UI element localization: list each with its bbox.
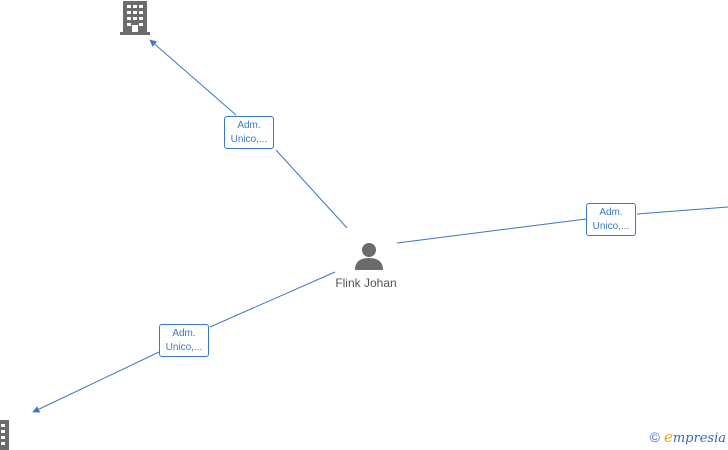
- edge-line-bottom: [33, 271, 336, 412]
- edge-label-line1: Adm.: [172, 328, 196, 339]
- brand-rest: mpresia: [672, 431, 726, 446]
- edge-label-line1: Adm.: [599, 207, 623, 218]
- brand-initial: e: [663, 428, 673, 446]
- copyright-symbol: ©: [649, 429, 660, 445]
- footer-brand: © empresia: [650, 428, 726, 446]
- brand-logo[interactable]: empresia: [664, 428, 726, 446]
- edge-label-bottom[interactable]: Adm. Unico,...: [159, 324, 209, 357]
- edge-label-right[interactable]: Adm. Unico,...: [586, 203, 636, 236]
- edge-label-line2: Unico,...: [230, 134, 268, 145]
- edge-label-top[interactable]: Adm. Unico,...: [224, 116, 274, 149]
- edge-line-top: [150, 40, 348, 229]
- edge-label-line1: Adm.: [237, 120, 261, 131]
- building-icon[interactable]: [120, 1, 150, 35]
- edge-label-line2: Unico,...: [165, 342, 203, 353]
- person-icon[interactable]: [355, 243, 383, 270]
- edge-label-line2: Unico,...: [592, 221, 630, 232]
- person-name[interactable]: Flink Johan: [335, 276, 397, 290]
- building-icon[interactable]: [0, 420, 9, 450]
- edge-line-right: [396, 206, 728, 244]
